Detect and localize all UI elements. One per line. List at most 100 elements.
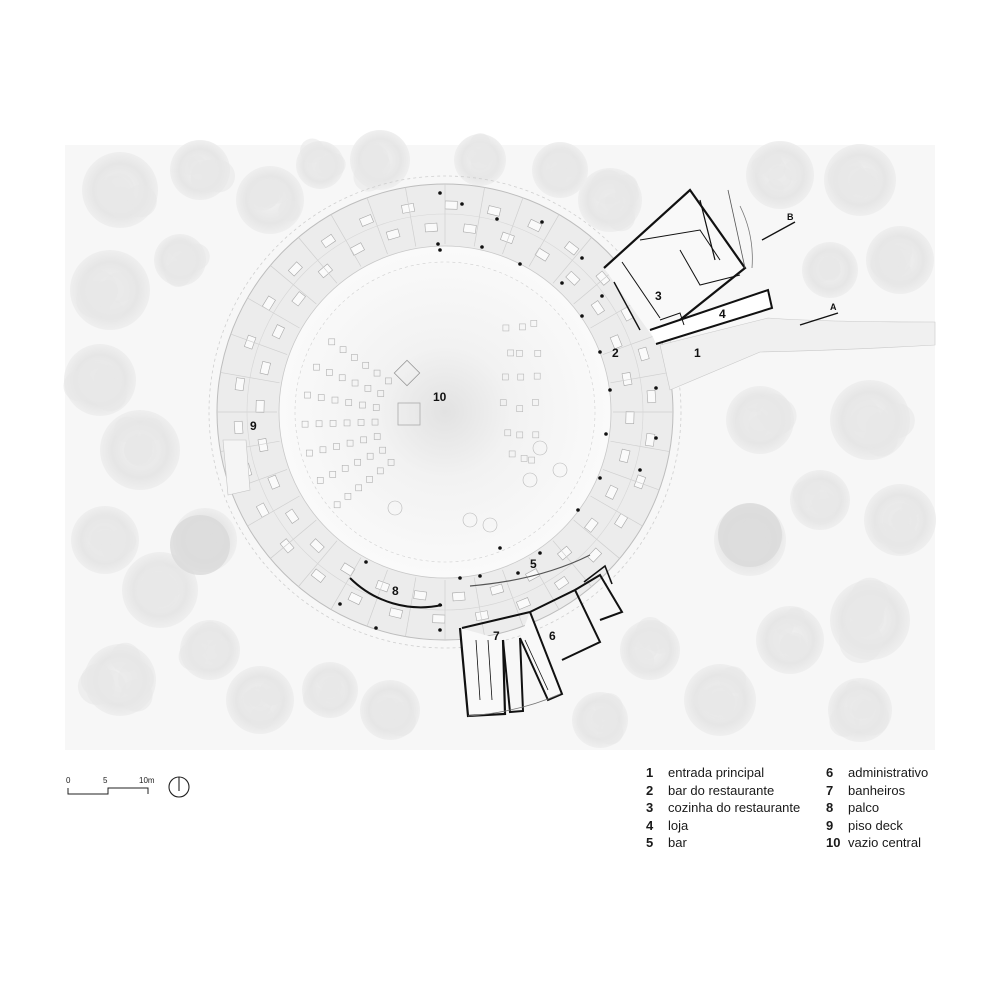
- seat: [362, 361, 370, 369]
- ring-table: [347, 591, 363, 606]
- seat: [516, 405, 524, 412]
- column: [480, 245, 484, 249]
- seat: [316, 477, 324, 484]
- seat: [520, 455, 528, 462]
- column: [540, 220, 544, 224]
- seat: [534, 350, 542, 357]
- central-seating: [301, 320, 568, 533]
- column: [654, 436, 658, 440]
- seat: [351, 379, 359, 387]
- table-round: [482, 517, 498, 533]
- ring-table: [267, 474, 281, 490]
- column: [458, 576, 462, 580]
- seat: [357, 419, 365, 426]
- tree-canopy: [764, 151, 782, 169]
- seat: [502, 373, 509, 381]
- ring-table: [584, 517, 599, 533]
- legend-number: 4: [646, 817, 654, 833]
- column: [638, 468, 642, 472]
- seat: [507, 349, 514, 357]
- legend-label: bar do restaurante: [668, 782, 775, 798]
- tree-canopy: [165, 241, 194, 270]
- seat: [351, 354, 358, 361]
- tree-canopy: [628, 648, 655, 674]
- column: [364, 560, 368, 564]
- ring-table: [527, 218, 543, 233]
- tree-canopy: [85, 280, 112, 307]
- ring-table: [444, 200, 458, 210]
- column: [498, 546, 502, 550]
- ring-table: [646, 389, 657, 404]
- seat: [360, 436, 367, 444]
- tree-canopy: [178, 642, 207, 671]
- entrance-path: [659, 317, 936, 391]
- tree-canopy: [92, 669, 126, 703]
- column: [436, 242, 440, 246]
- ring-table: [637, 346, 650, 362]
- table-round: [522, 472, 538, 488]
- seat: [346, 439, 354, 447]
- ring-table: [401, 202, 416, 214]
- column: [374, 626, 378, 630]
- north-arrow-icon: [168, 776, 190, 798]
- tree-canopy: [93, 378, 127, 412]
- tree-canopy: [851, 698, 872, 719]
- ring-table: [557, 545, 573, 561]
- seat: [306, 449, 313, 457]
- seat: [339, 346, 347, 353]
- seat: [373, 433, 381, 440]
- seat: [319, 446, 327, 454]
- column: [538, 551, 542, 555]
- seat: [372, 404, 380, 411]
- zone-label-restaurant-bar: 2: [612, 346, 619, 360]
- column: [516, 571, 520, 575]
- legend-label: vazio central: [848, 835, 921, 850]
- legend-label: administrativo: [848, 765, 929, 780]
- central-void: [278, 245, 612, 579]
- ring-table: [243, 334, 257, 350]
- tree-canopy: [372, 697, 399, 724]
- tree-canopy: [809, 258, 833, 282]
- ring-table: [625, 411, 635, 424]
- zone-label-restrooms: 7: [493, 629, 500, 643]
- column: [438, 248, 442, 252]
- ring-table: [385, 228, 401, 241]
- table-round: [532, 440, 548, 456]
- scale-tick-10: 10m: [139, 776, 155, 785]
- pedestal-2: [397, 402, 421, 426]
- section-label-a: A: [830, 302, 837, 312]
- tree-canopy: [278, 199, 301, 222]
- seat: [499, 399, 507, 407]
- seat: [359, 401, 366, 409]
- section-mark-a: A: [799, 302, 839, 326]
- seat: [528, 456, 535, 464]
- zone-label-deck: 9: [250, 419, 257, 433]
- tree-canopy: [123, 435, 153, 465]
- section-label-b: B: [787, 212, 794, 222]
- seat: [331, 396, 339, 404]
- ring-table: [259, 360, 271, 376]
- seat: [366, 476, 373, 483]
- zone-label-entrance: 1: [694, 346, 701, 360]
- ring-table: [534, 247, 550, 262]
- ring-table: [590, 300, 605, 316]
- legend-number: 9: [826, 817, 834, 833]
- legend-number: 2: [646, 782, 654, 798]
- seat: [516, 350, 523, 357]
- legend-number: 7: [826, 782, 834, 798]
- legend-label: banheiros: [848, 782, 906, 798]
- legend-label: entrada principal: [668, 765, 765, 780]
- seat: [344, 492, 352, 500]
- ring-table: [609, 334, 623, 350]
- ring-table: [621, 372, 633, 386]
- seat: [343, 419, 351, 427]
- column: [608, 388, 612, 392]
- legend-number: 3: [646, 800, 654, 815]
- seat: [338, 374, 346, 382]
- ring-table: [255, 400, 265, 413]
- column: [580, 314, 584, 318]
